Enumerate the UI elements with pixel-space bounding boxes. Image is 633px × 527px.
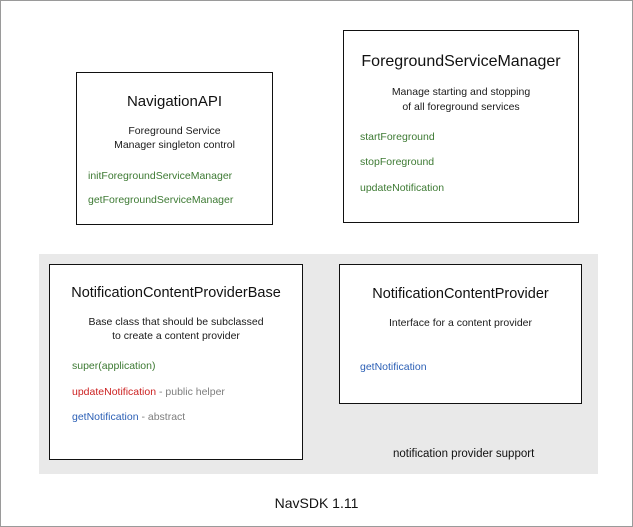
- member-name: updateNotification: [72, 385, 157, 398]
- class-box-notification-content-provider-base[interactable]: NotificationContentProviderBase Base cla…: [49, 264, 303, 460]
- member-row[interactable]: getNotification: [360, 360, 581, 374]
- member-row[interactable]: stopForeground: [360, 157, 578, 169]
- class-description-line-1: Base class that should be subclassed: [88, 315, 264, 328]
- member-list-navigation-api: initForegroundServiceManager getForegrou…: [77, 169, 272, 207]
- member-name: updateNotification: [360, 181, 445, 194]
- member-row[interactable]: super(application): [72, 360, 302, 373]
- member-name: stopForeground: [360, 156, 435, 169]
- member-row[interactable]: initForegroundServiceManager: [88, 169, 272, 183]
- class-title-foreground-service-manager: ForegroundServiceManager: [361, 53, 561, 70]
- class-title-notification-content-provider: NotificationContentProvider: [372, 286, 549, 302]
- class-description-notification-content-provider-base: Base class that should be subclassed to …: [50, 315, 302, 343]
- member-name: initForegroundServiceManager: [88, 169, 233, 182]
- member-name: getNotification: [72, 411, 139, 424]
- member-name: startForeground: [360, 130, 435, 143]
- member-note: - abstract: [138, 411, 186, 424]
- class-description-notification-content-provider: Interface for a content provider: [340, 316, 581, 330]
- member-list-foreground-service-manager: startForeground stopForeground updateNot…: [344, 130, 578, 195]
- member-name: getForegroundServiceManager: [88, 194, 234, 207]
- class-description-line-1: Interface for a content provider: [389, 316, 532, 329]
- class-box-navigation-api[interactable]: NavigationAPI Foreground Service Manager…: [76, 72, 273, 225]
- member-list-notification-content-provider: getNotification: [340, 360, 581, 374]
- member-list-notification-content-provider-base: super(application) updateNotification - …: [50, 360, 302, 424]
- member-row[interactable]: updateNotification - public helper: [72, 385, 302, 399]
- class-title-notification-content-provider-base: NotificationContentProviderBase: [71, 285, 281, 301]
- footer-caption: NavSDK 1.11: [274, 495, 359, 511]
- class-description-line-1: Manage starting and stopping: [391, 86, 531, 99]
- member-name: super(application): [72, 360, 156, 373]
- class-box-notification-content-provider[interactable]: NotificationContentProvider Interface fo…: [339, 264, 582, 404]
- class-description-line-2: Manager singleton control: [114, 139, 235, 152]
- class-description-line-2: of all foreground services: [402, 100, 520, 113]
- class-title-navigation-api: NavigationAPI: [126, 93, 223, 110]
- member-name: getNotification: [360, 360, 427, 373]
- member-row[interactable]: startForeground: [360, 130, 578, 144]
- member-row[interactable]: updateNotification: [360, 181, 578, 195]
- member-row[interactable]: getNotification - abstract: [72, 411, 302, 424]
- class-box-foreground-service-manager[interactable]: ForegroundServiceManager Manage starting…: [343, 30, 579, 223]
- member-note: - public helper: [156, 385, 225, 398]
- class-description-line-2: to create a content provider: [112, 329, 240, 342]
- class-description-navigation-api: Foreground Service Manager singleton con…: [77, 124, 272, 152]
- group-panel-label: notification provider support: [393, 448, 535, 460]
- class-description-line-1: Foreground Service: [128, 125, 221, 138]
- member-row[interactable]: getForegroundServiceManager: [88, 194, 272, 207]
- class-description-foreground-service-manager: Manage starting and stopping of all fore…: [344, 85, 578, 113]
